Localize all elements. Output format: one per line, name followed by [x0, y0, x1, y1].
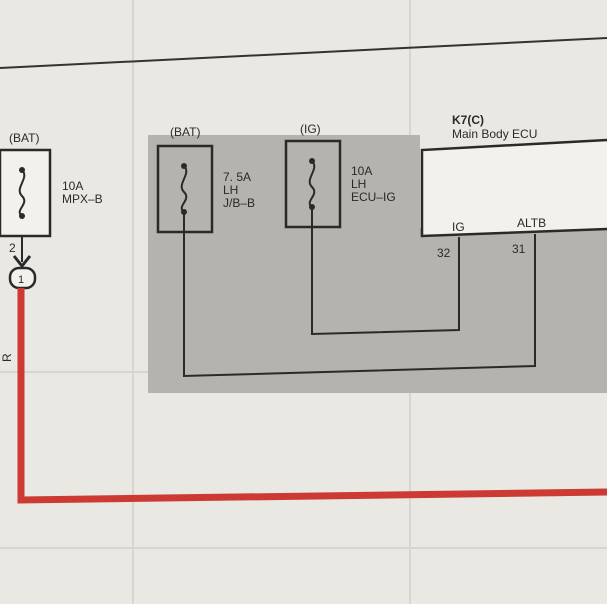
fuse-lh-jb-b: (BAT) 7. 5A LH J/B–B	[156, 125, 255, 234]
top-border-line	[0, 37, 607, 69]
fuse-lh-jb-b-name-1: LH	[223, 183, 238, 197]
ecu-pin-altb-number: 31	[512, 242, 526, 256]
junction-block-shading	[148, 135, 420, 393]
ecu-pin-altb-label: ALTB	[517, 216, 546, 230]
fuse-mpx-b-rating: 10A	[62, 179, 83, 193]
ecu-region-shading	[420, 228, 607, 393]
fuse-lh-ecu-ig-supply: (IG)	[300, 122, 321, 136]
wire-ecu-ig-to-pin-32	[311, 207, 460, 336]
fuse-mpx-b-name: MPX–B	[62, 192, 103, 206]
red-wire	[17, 288, 607, 504]
fuse-lh-ecu-ig-name-1: LH	[351, 177, 366, 191]
wire-jb-b-to-pin-31	[183, 212, 536, 378]
fuse-mpx-b: (BAT) 10A MPX–B 2	[0, 131, 103, 269]
main-body-ecu: K7(C) Main Body ECU IG ALTB 32 31	[420, 113, 607, 260]
connector-arrow-icon	[12, 255, 32, 269]
fuse-lh-jb-b-rating: 7. 5A	[223, 170, 251, 184]
ecu-pin-ig-label: IG	[452, 220, 465, 234]
fuse-lh-jb-b-element-icon	[180, 165, 188, 213]
connector-1: 1	[8, 266, 37, 290]
fuse-mpx-b-terminal-bottom	[19, 213, 25, 219]
fuse-mpx-b-pin: 2	[9, 241, 16, 255]
ecu-code: K7(C)	[452, 113, 484, 127]
fuse-lh-jb-b-supply: (BAT)	[170, 125, 200, 139]
connector-1-number: 1	[18, 274, 24, 286]
fuse-mpx-b-element-icon	[18, 169, 26, 217]
fuse-mpx-b-supply: (BAT)	[9, 131, 39, 145]
ecu-pin-ig-number: 32	[437, 246, 451, 260]
fuse-lh-ecu-ig-element-icon	[308, 160, 316, 208]
internal-wires	[183, 207, 536, 378]
fuse-lh-ecu-ig-name-2: ECU–IG	[351, 190, 396, 204]
fuse-lh-ecu-ig: (IG) 10A LH ECU–IG	[284, 122, 396, 229]
fuse-mpx-b-box	[0, 148, 52, 238]
fuse-lh-jb-b-name-2: J/B–B	[223, 196, 255, 210]
ecu-name: Main Body ECU	[452, 127, 537, 141]
fuse-lh-ecu-ig-rating: 10A	[351, 164, 372, 178]
wire-color-code: R	[0, 353, 14, 362]
ecu-box	[420, 138, 607, 238]
